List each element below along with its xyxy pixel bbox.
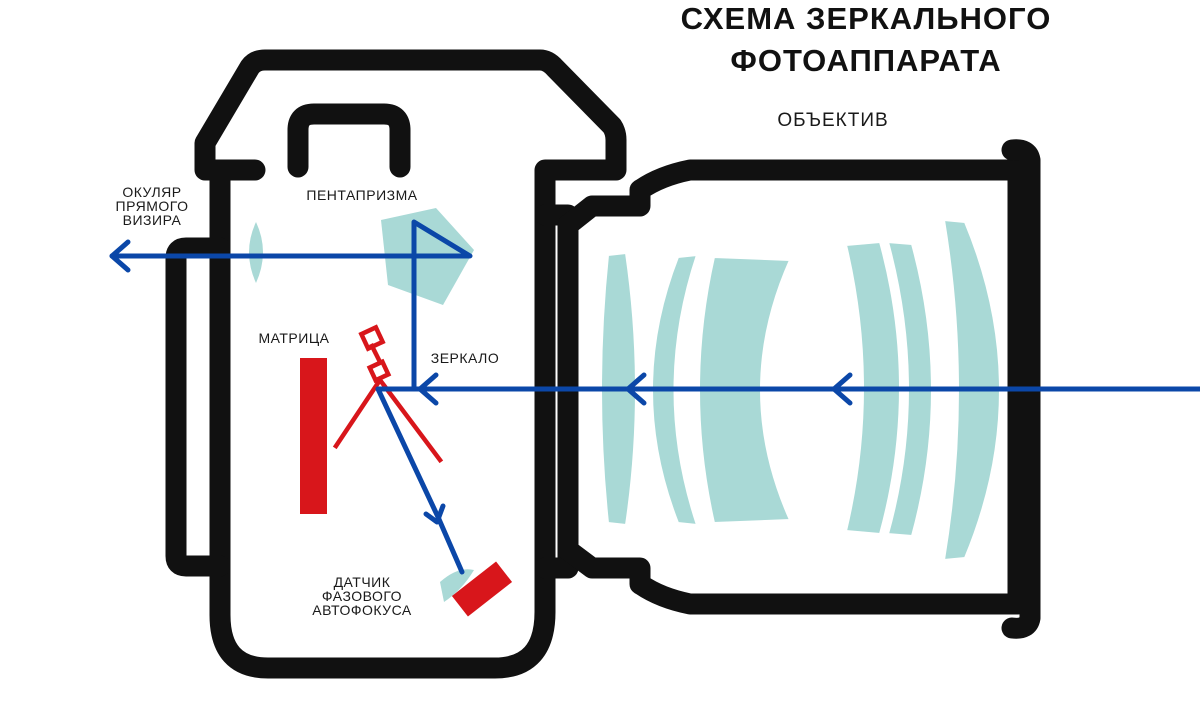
eyepiece-housing	[165, 237, 231, 577]
arrow-in-2	[625, 372, 647, 406]
mirror-arm	[368, 342, 384, 366]
label-sensor: МАТРИЦА	[258, 330, 329, 346]
hot-shoe	[287, 103, 411, 178]
arrow-eyepiece	[109, 239, 131, 273]
label-pentaprism: ПЕНТАПРИЗМА	[306, 187, 417, 203]
label-af-line-2: ФАЗОВОГО	[322, 588, 402, 604]
camera-body-outline	[194, 49, 627, 679]
eyepiece-lens	[249, 222, 263, 283]
mirror-assembly	[332, 324, 444, 464]
arrow-in-1	[831, 372, 853, 406]
af-sensor	[451, 561, 513, 617]
light-ray-to-pentaprism	[109, 219, 473, 392]
light-ray-to-af	[375, 386, 465, 575]
label-eyepiece: ОКУЛЯР ПРЯМОГО ВИЗИРА	[116, 184, 189, 228]
diagram-title: СХЕМА ЗЕРКАЛЬНОГО ФОТОАППАРАТА	[681, 1, 1052, 78]
sensor-matrix	[300, 358, 327, 514]
label-af-sensor: ДАТЧИК ФАЗОВОГО АВТОФОКУСА	[312, 574, 412, 618]
title-line-2: ФОТОАППАРАТА	[730, 43, 1001, 78]
lens-element-2	[651, 253, 699, 527]
label-eyepiece-line-3: ВИЗИРА	[123, 212, 182, 228]
label-lens: ОБЪЕКТИВ	[777, 110, 888, 131]
label-eyepiece-line-2: ПРЯМОГО	[116, 198, 189, 214]
label-mirror: ЗЕРКАЛО	[431, 350, 500, 366]
arrow-to-af	[423, 503, 446, 525]
label-eyepiece-line-1: ОКУЛЯР	[122, 184, 181, 200]
title-line-1: СХЕМА ЗЕРКАЛЬНОГО	[681, 1, 1052, 36]
light-path	[109, 219, 1200, 575]
camera-body	[165, 49, 627, 679]
mirror-hinge	[366, 358, 392, 384]
label-af-line-3: АВТОФОКУСА	[312, 602, 412, 618]
label-af-line-1: ДАТЧИК	[334, 574, 391, 590]
lens-barrel-outline	[557, 159, 1029, 615]
arrow-to-mirror	[417, 372, 439, 406]
af-lens	[440, 569, 474, 602]
mirror-hinge-top	[358, 324, 386, 352]
